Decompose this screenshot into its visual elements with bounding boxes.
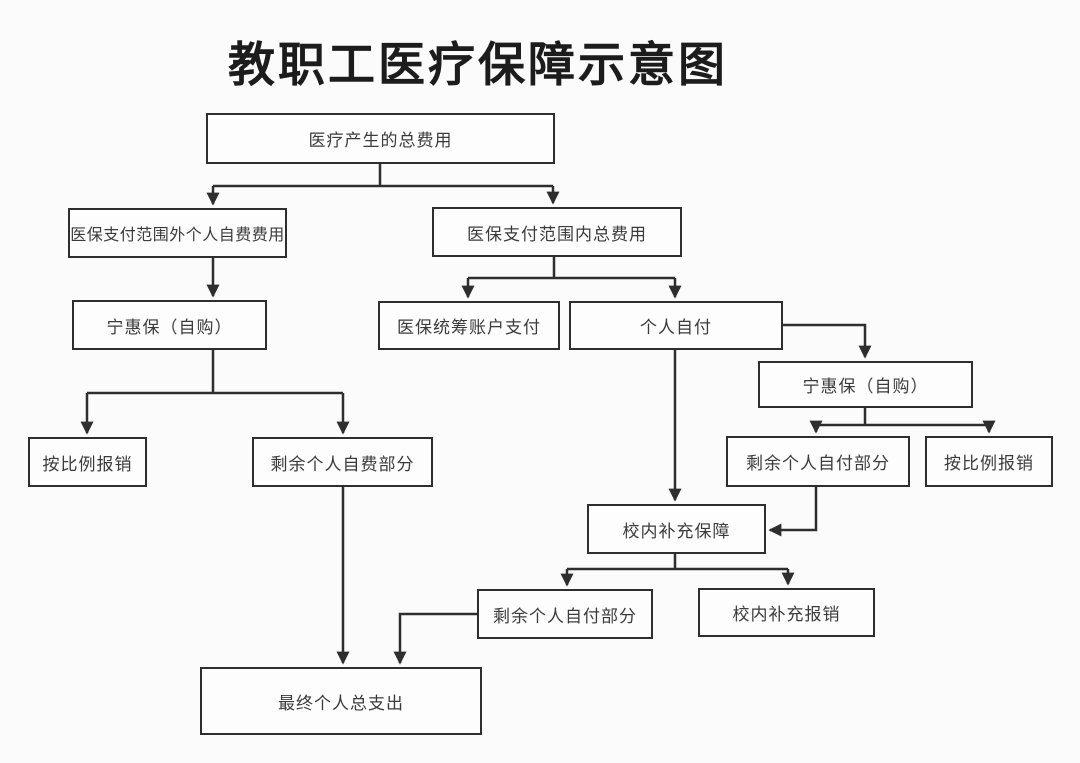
edge-remaining-self-pay-right-to-school-supplement (768, 487, 818, 537)
node-label: 最终个人总支出 (278, 693, 404, 713)
node-proportional-reimbursement-right: 按比例报销 (925, 436, 1053, 487)
node-label: 医保支付范围外个人自费费用 (70, 227, 285, 244)
node-label: 按比例报销 (42, 454, 133, 474)
node-label: 医保统筹账户支付 (397, 318, 541, 337)
node-label: 剩余个人自费部分 (270, 454, 415, 474)
edge-trunk-in-scope-split (468, 257, 675, 280)
node-remaining-self-funded-portion: 剩余个人自费部分 (252, 437, 433, 487)
node-label: 剩余个人自付部分 (746, 454, 890, 473)
node-label: 宁惠保（自购） (802, 377, 929, 396)
node-label: 按比例报销 (944, 454, 1034, 473)
edge-remaining-self-pay-bottom-to-final-total (393, 612, 477, 665)
node-total-medical-cost: 医疗产生的总费用 (206, 113, 555, 164)
edge-trunk-total-split (213, 164, 553, 188)
node-label: 宁惠保（自购） (106, 317, 233, 337)
edge-self-pay-to-ninghuibao-right (783, 323, 872, 359)
node-remaining-self-pay-portion-right: 剩余个人自付部分 (726, 436, 910, 487)
diagram-title: 教职工医疗保障示意图 (228, 38, 728, 91)
node-out-of-scope-self-funded-cost: 医保支付范围外个人自费费用 (68, 208, 287, 258)
node-ninghuibao-left: 宁惠保（自购） (72, 300, 267, 350)
node-personal-self-pay: 个人自付 (569, 301, 783, 350)
node-school-supplementary-reimbursement: 校内补充报销 (698, 588, 875, 637)
edge-trunk-school-supplement-split (567, 554, 788, 571)
node-school-supplementary-insurance: 校内补充保障 (587, 504, 766, 554)
edge-trunk-ninghuibao-right-split (816, 408, 989, 427)
node-final-personal-total-expense: 最终个人总支出 (200, 667, 482, 735)
node-proportional-reimbursement-left: 按比例报销 (28, 437, 147, 487)
node-label: 医疗产生的总费用 (308, 131, 453, 150)
edge-trunk-ninghuibao-left-split (87, 350, 343, 395)
node-ninghuibao-right: 宁惠保（自购） (758, 361, 973, 408)
node-label: 校内补充报销 (732, 605, 841, 624)
node-label: 剩余个人自付部分 (493, 606, 637, 626)
node-pooled-account-payment: 医保统筹账户支付 (378, 301, 560, 350)
node-label: 医保支付范围内总费用 (467, 224, 647, 244)
node-in-scope-total-cost: 医保支付范围内总费用 (432, 207, 682, 257)
node-label: 校内补充保障 (622, 521, 731, 541)
node-remaining-self-pay-portion-bottom: 剩余个人自付部分 (477, 589, 653, 639)
node-label: 个人自付 (640, 318, 712, 337)
